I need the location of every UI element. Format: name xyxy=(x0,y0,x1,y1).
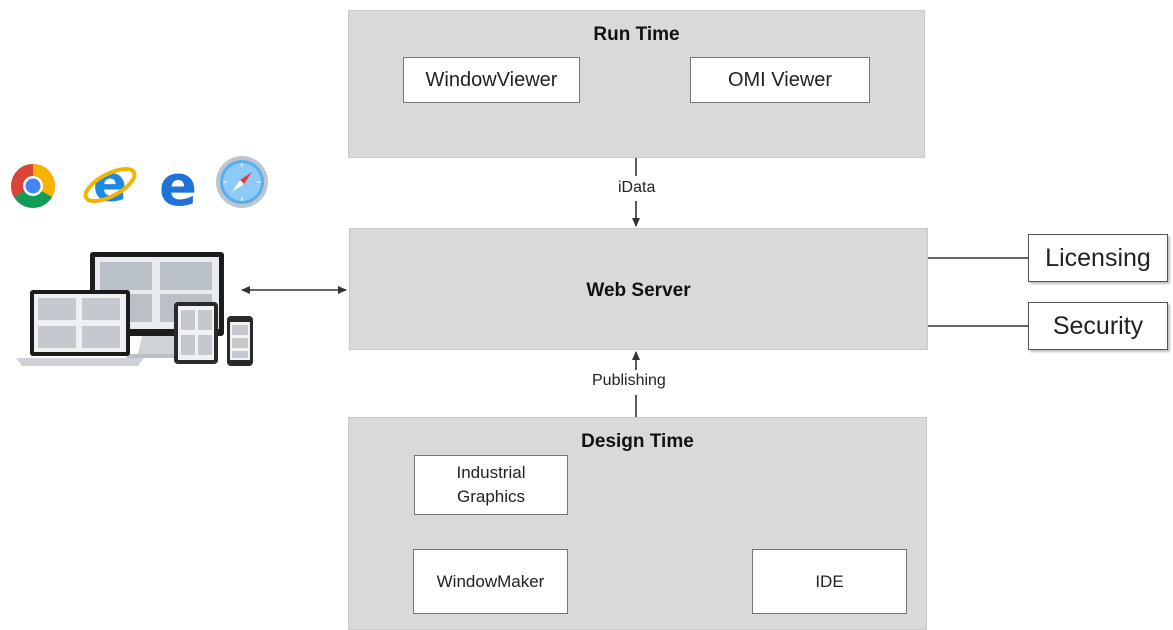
ie-browser-icon: e xyxy=(83,155,137,212)
security-box: Security xyxy=(1028,302,1168,350)
publishing-label: Publishing xyxy=(590,372,668,390)
industrial-graphics-label: Industrial Graphics xyxy=(456,463,526,506)
window-viewer-box: WindowViewer xyxy=(403,57,580,103)
devices-icon xyxy=(16,252,253,366)
web-server-title: Web Server xyxy=(586,280,691,301)
edge-browser-icon: e xyxy=(159,160,197,212)
svg-text:e: e xyxy=(159,160,197,212)
web-server-panel: Web Server xyxy=(349,228,928,350)
chrome-browser-icon xyxy=(11,164,55,208)
licensing-box: Licensing xyxy=(1028,234,1168,282)
svg-text:e: e xyxy=(93,155,127,212)
safari-browser-icon xyxy=(216,156,268,208)
ide-box: IDE xyxy=(752,549,907,614)
design-time-title: Design Time xyxy=(581,431,694,452)
window-maker-box: WindowMaker xyxy=(413,549,568,614)
idata-label: iData xyxy=(616,179,658,197)
omi-viewer-box: OMI Viewer xyxy=(690,57,870,103)
run-time-title: Run Time xyxy=(593,24,680,45)
industrial-graphics-box: Industrial Graphics xyxy=(414,455,568,515)
